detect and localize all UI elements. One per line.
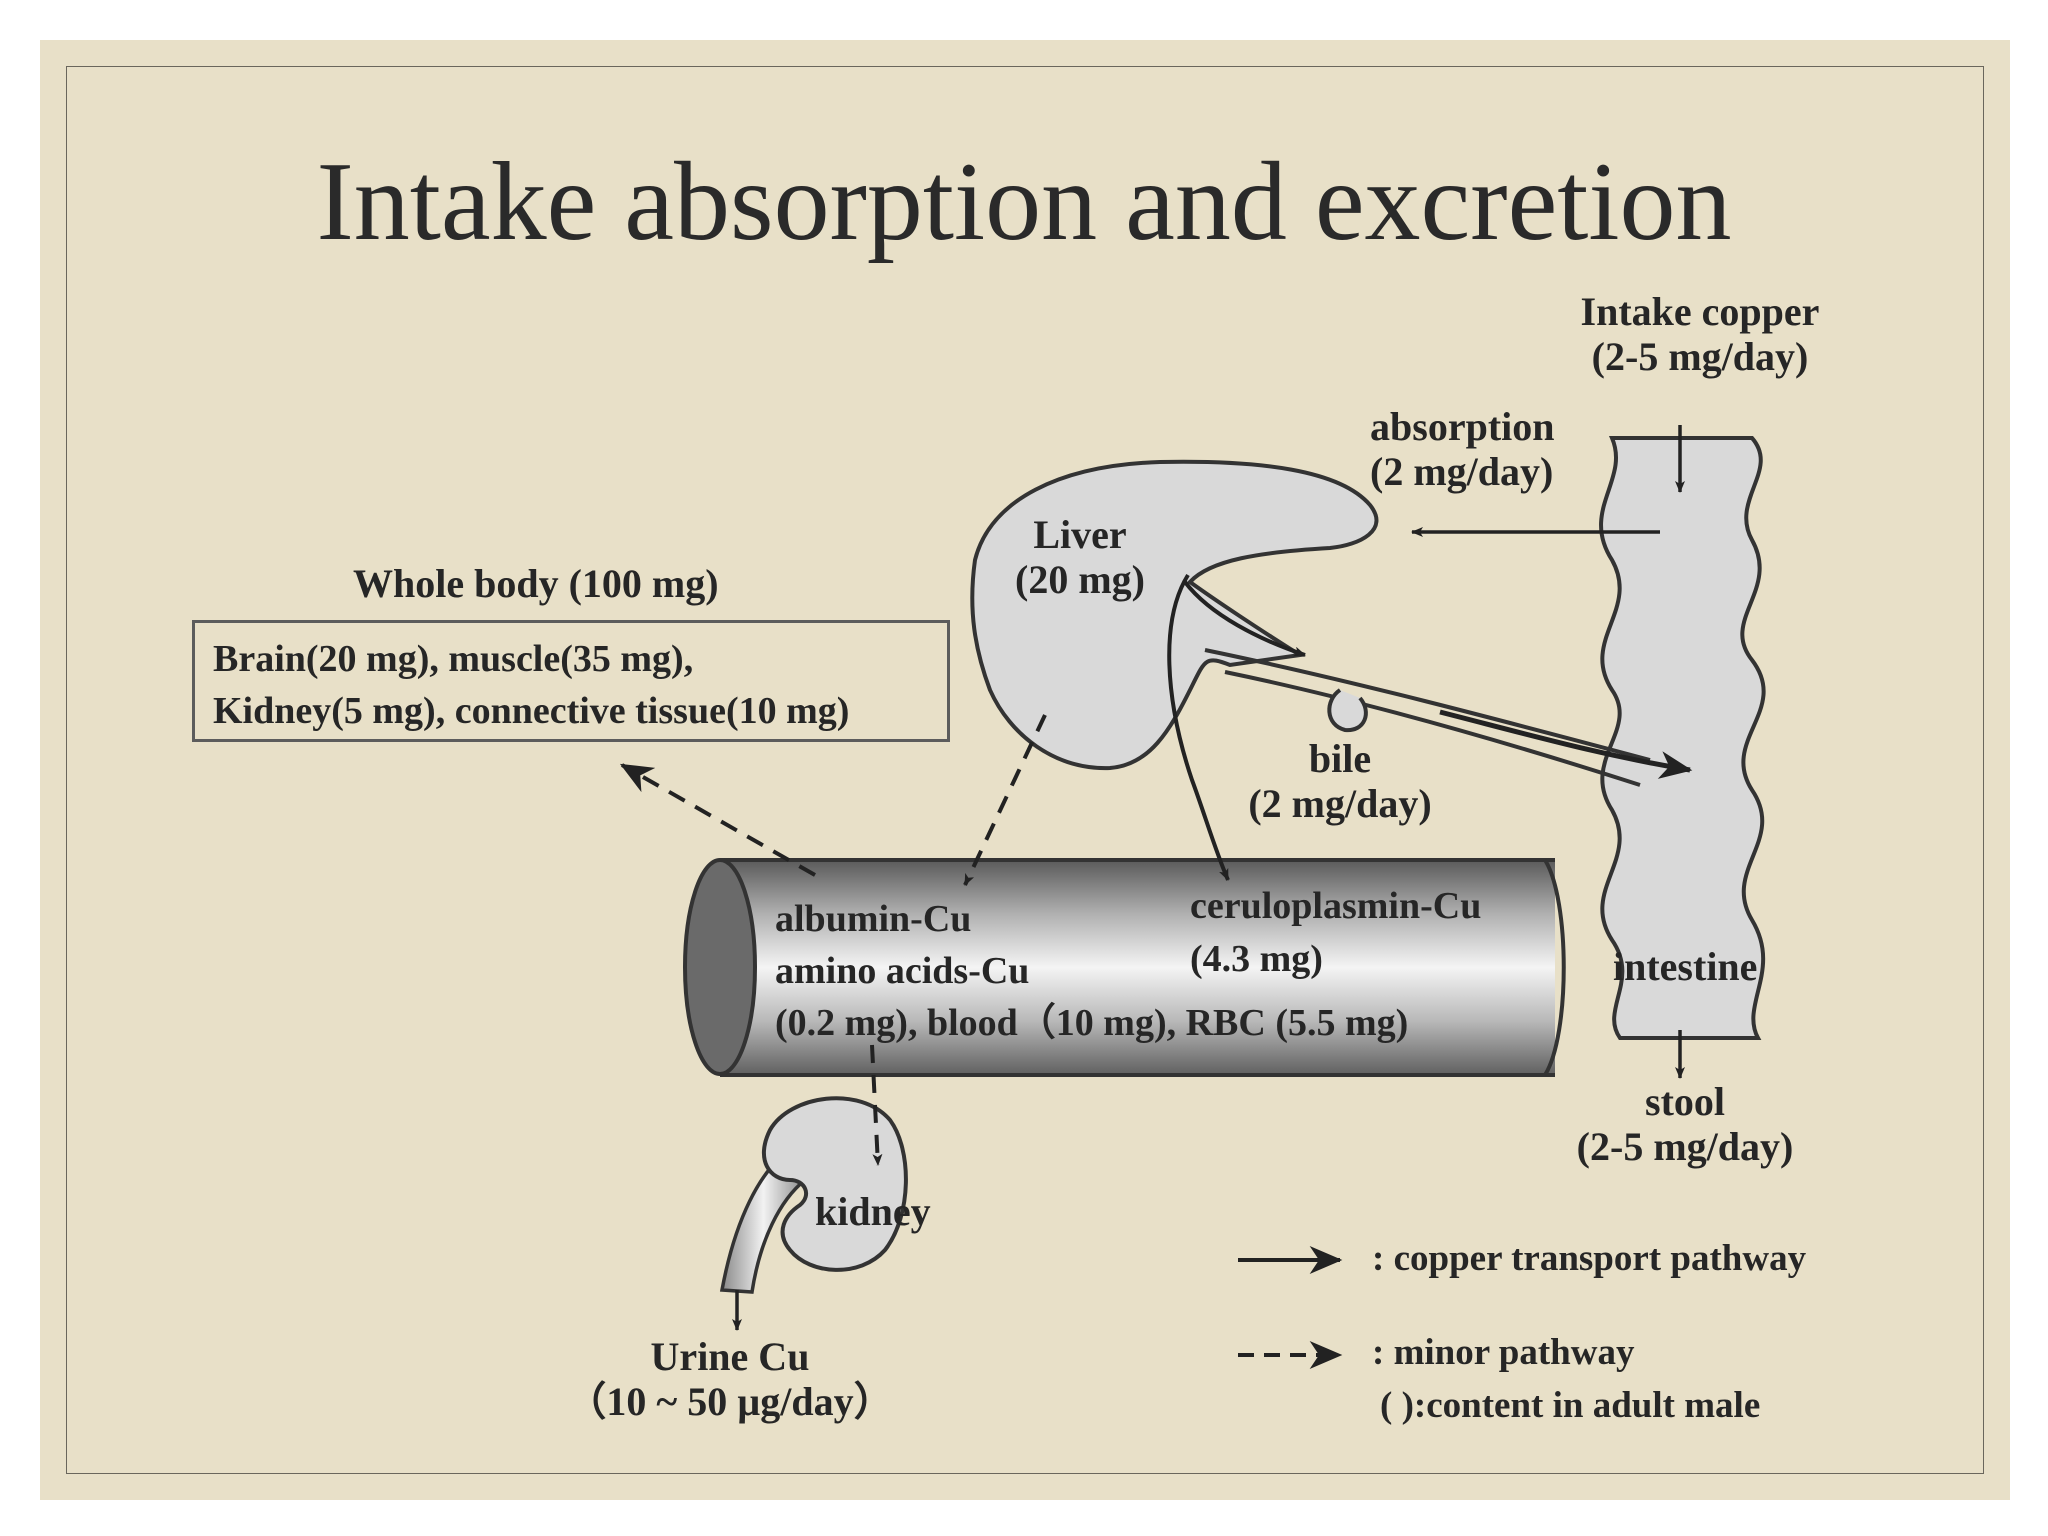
legend-note-label: ( ):content in adult male (1380, 1385, 1761, 1426)
albumin-cu-label: albumin-Cu (775, 898, 972, 940)
whole-body-heading: Whole body (100 mg) (353, 561, 719, 606)
bile-label: bile (2 mg/day) (1220, 736, 1460, 827)
liver-to-ceruloplasmin-arrow (1167, 573, 1230, 881)
legend-solid-label: : copper transport pathway (1372, 1238, 1807, 1279)
absorption-label: absorption (2 mg/day) (1370, 404, 1555, 495)
blood-to-wholebody-dashed-arrow (619, 763, 816, 877)
urine-label-line1: Urine Cu (650, 1334, 810, 1379)
bile-label-line2: (2 mg/day) (1248, 780, 1432, 826)
intake-label-line1: Intake copper (1580, 289, 1820, 334)
whole-body-box: Brain(20 mg), muscle(35 mg), Kidney(5 mg… (192, 620, 950, 742)
legend-dashed-label: : minor pathway (1372, 1332, 1635, 1373)
blood-amounts-label: (0.2 mg), blood（10 mg), RBC (5.5 mg) (775, 1002, 1409, 1044)
blood-vessel-right-end (1543, 858, 1566, 1077)
bile-to-intestine-arrow (1439, 709, 1693, 779)
liver-label-line2: (20 mg) (1015, 556, 1145, 602)
intestine-label: intestine (1613, 944, 1758, 989)
ceruloplasmin-cu-label: ceruloplasmin-Cu (1190, 885, 1482, 927)
whole-body-line2: Kidney(5 mg), connective tissue(10 mg) (213, 690, 850, 732)
urine-label: Urine Cu （10 ~ 50 µg/day） (540, 1334, 920, 1425)
bile-duct-upper (1204, 648, 1651, 762)
stool-label-line1: stool (1645, 1079, 1725, 1124)
liver-to-albumin-dashed-arrow (963, 714, 1047, 886)
blood-vessel-left-end (683, 858, 757, 1076)
liver-label: Liver (20 mg) (990, 512, 1170, 603)
ceruloplasmin-amount-label: (4.3 mg) (1190, 938, 1323, 980)
kidney-label: kidney (815, 1189, 931, 1234)
intestine-shape (1599, 436, 1766, 1040)
urine-label-line2: （10 ~ 50 µg/day） (566, 1378, 894, 1424)
absorption-label-line1: absorption (1370, 404, 1555, 449)
whole-body-line1: Brain(20 mg), muscle(35 mg), (213, 638, 694, 680)
slide-title: Intake absorption and excretion (316, 140, 1732, 264)
intake-label-line2: (2-5 mg/day) (1591, 333, 1809, 379)
blood-to-kidney-dashed-arrow (870, 1044, 883, 1166)
intake-label: Intake copper (2-5 mg/day) (1540, 289, 1860, 380)
amino-acids-cu-label: amino acids-Cu (775, 950, 1030, 992)
absorption-label-line2: (2 mg/day) (1370, 448, 1554, 494)
bile-label-line1: bile (1308, 736, 1372, 781)
liver-to-bile-arrow (1183, 580, 1306, 657)
slide-frame (66, 66, 1984, 1474)
stool-label: stool (2-5 mg/day) (1530, 1079, 1840, 1170)
stool-label-line2: (2-5 mg/day) (1576, 1123, 1794, 1169)
liver-label-line1: Liver (1033, 512, 1127, 557)
bile-duct-lower (1224, 670, 1641, 787)
blood-vessel-body (720, 860, 1555, 1075)
gallbladder-shape (1327, 688, 1368, 733)
